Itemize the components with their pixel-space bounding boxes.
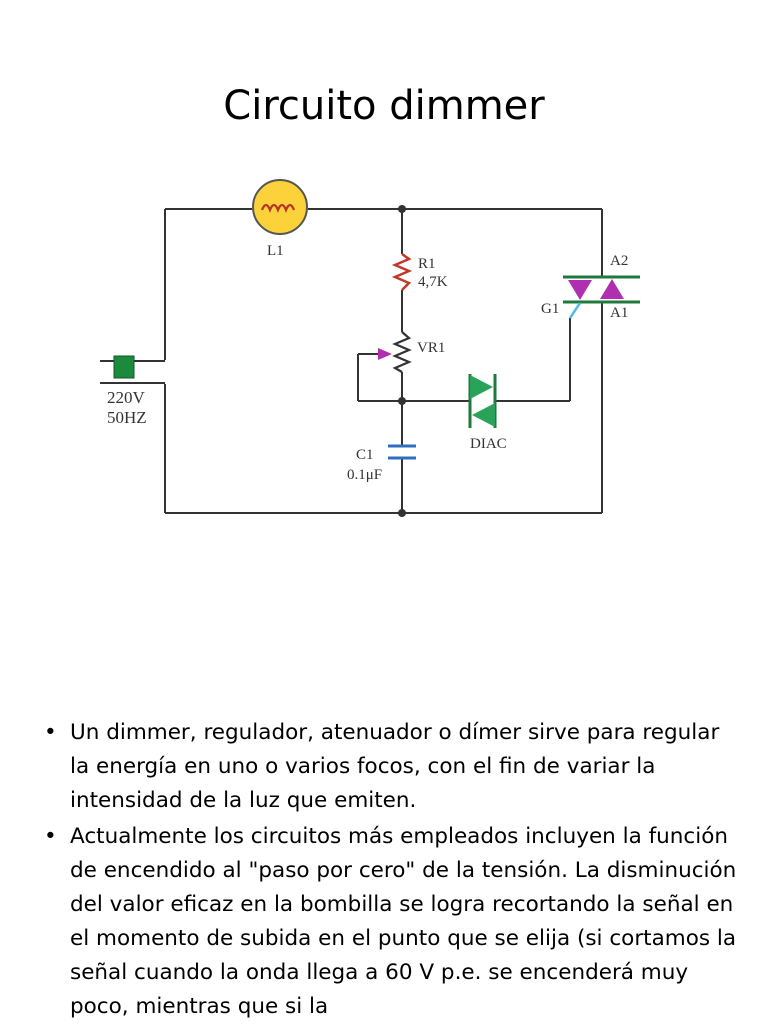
lamp-l1 xyxy=(252,179,308,235)
voltage-label: 220V xyxy=(107,388,146,407)
vr1-label: VR1 xyxy=(417,340,445,356)
resistor-r1 xyxy=(391,252,413,291)
c1-value: 0.1μF xyxy=(347,467,382,483)
diac-label: DIAC xyxy=(470,436,507,452)
bullet-dot: • xyxy=(44,720,57,745)
triac-symbol xyxy=(563,275,640,319)
r1-label: R1 xyxy=(418,256,436,272)
lamp-label: L1 xyxy=(267,243,284,259)
r1-value: 4,7K xyxy=(418,274,448,290)
potentiometer-vr1 xyxy=(392,331,412,373)
a2-label: A2 xyxy=(610,253,628,269)
c1-label: C1 xyxy=(356,447,374,463)
circuit-wires xyxy=(164,208,603,514)
bullet-text: Actualmente los circuitos más empleados … xyxy=(70,824,737,1019)
bullet-text: Un dimmer, regulador, atenuador o dímer … xyxy=(70,720,720,813)
dimmer-circuit-diagram: L1 R1 4,7K VR1 C1 0.1μF DIAC A2 A1 G1 22… xyxy=(100,179,640,517)
frequency-label: 50HZ xyxy=(107,408,147,427)
diac-symbol xyxy=(468,374,497,428)
a1-label: A1 xyxy=(610,305,628,321)
bullet-list: • Un dimmer, regulador, atenuador o díme… xyxy=(44,716,744,1026)
slide-title: Circuito dimmer xyxy=(223,83,545,129)
bullet-item: • Actualmente los circuitos más empleado… xyxy=(44,820,744,1024)
bullet-item: • Un dimmer, regulador, atenuador o díme… xyxy=(44,716,744,818)
power-plug xyxy=(100,355,165,384)
g1-label: G1 xyxy=(541,301,559,317)
potentiometer-wiper-arrow xyxy=(378,348,392,360)
capacitor-c1 xyxy=(388,444,416,460)
junction-dots xyxy=(398,205,406,517)
bullet-dot: • xyxy=(44,824,57,849)
